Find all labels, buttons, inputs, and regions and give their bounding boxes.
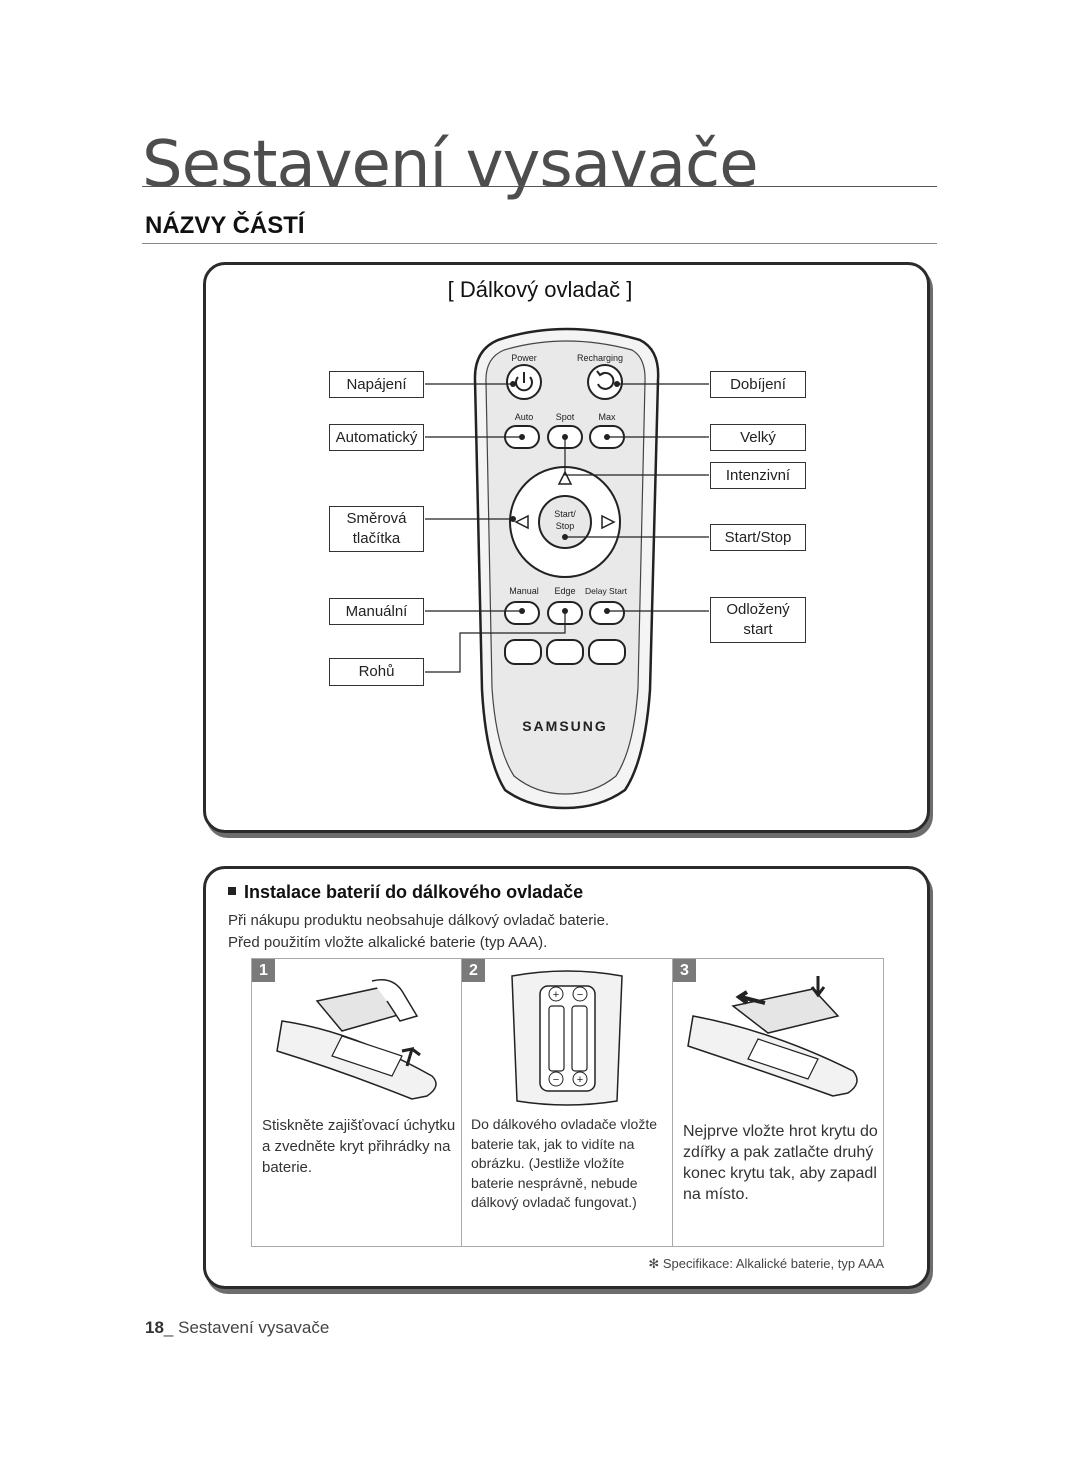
power-icon	[515, 372, 533, 392]
step-3: 3 Nejprve vložte hrot krytu do zdířky a …	[673, 959, 885, 1246]
page-number: 18	[145, 1318, 164, 1337]
step-number: 1	[252, 959, 275, 982]
page-footer: 18_ Sestavení vysavače	[145, 1318, 329, 1338]
step-3-text: Nejprve vložte hrot krytu do zdířky a pa…	[683, 1123, 878, 1203]
spot-text: Spot	[556, 412, 575, 422]
callout-delay-start: Odložený start	[710, 597, 806, 643]
delay-start-text: Delay Start	[585, 586, 628, 596]
step-number: 2	[462, 959, 485, 982]
start-stop-button	[538, 495, 592, 549]
svg-text:−: −	[553, 1074, 559, 1086]
callout-power: Napájení	[329, 371, 424, 398]
blank-button-2	[546, 639, 584, 665]
recharging-text: Recharging	[577, 353, 623, 363]
auto-text: Auto	[515, 412, 534, 422]
start-stop-text: Start/	[554, 509, 576, 519]
step-number: 3	[673, 959, 696, 982]
footer-text: _ Sestavení vysavače	[163, 1318, 330, 1337]
max-text: Max	[598, 412, 616, 422]
page-title: Sestavení vysavače	[142, 128, 759, 202]
blank-button-3	[588, 639, 626, 665]
arrow-right-icon	[601, 514, 616, 530]
title-divider	[142, 186, 937, 187]
remote-heading: [ Dálkový ovladač ]	[447, 277, 633, 302]
callout-direction: Směrová tlačítka	[329, 506, 424, 552]
callout-spot: Intenzivní	[710, 462, 806, 489]
battery-intro-1: Při nákupu produktu neobsahuje dálkový o…	[228, 912, 610, 929]
spec-note: ✻ Specifikace: Alkalické baterie, typ AA…	[648, 1256, 884, 1271]
section-heading: NÁZVY ČÁSTÍ	[145, 212, 305, 239]
callout-auto: Automatický	[329, 424, 424, 451]
blank-button-1	[504, 639, 542, 665]
step-2-text: Do dálkového ovladače vložte baterie tak…	[471, 1116, 658, 1210]
bullet-square-icon	[228, 887, 236, 896]
section-divider	[142, 243, 937, 244]
battery-steps: 1 Stiskněte zajišťovací úchytku a zvedně…	[251, 958, 884, 1247]
arrow-left-icon	[514, 514, 529, 530]
callout-max: Velký	[710, 424, 806, 451]
battery-heading: Instalace baterií do dálkového ovladače	[228, 882, 583, 903]
edge-text: Edge	[554, 586, 575, 596]
step-1: 1 Stiskněte zajišťovací úchytku a zvedně…	[252, 959, 462, 1246]
callout-manual: Manuální	[329, 598, 424, 625]
callout-start-stop: Start/Stop	[710, 524, 806, 551]
step-1-text: Stiskněte zajišťovací úchytku a zvedněte…	[262, 1117, 456, 1176]
step-3-illustration	[687, 976, 858, 1097]
step-1-illustration	[276, 979, 437, 1100]
callout-edge: Rohů	[329, 658, 424, 686]
recharging-button	[587, 364, 623, 400]
svg-text:−: −	[577, 989, 583, 1001]
callout-recharging: Dobíjení	[710, 371, 806, 398]
step-2-illustration: + − − +	[511, 970, 623, 1106]
power-text: Power	[511, 353, 537, 363]
step-2: 2 + − − + Do dálkového ovladače vložte b…	[462, 959, 673, 1246]
svg-text:+: +	[577, 1074, 583, 1086]
battery-heading-text: Instalace baterií do dálkového ovladače	[244, 882, 584, 902]
start-stop-text-2: Stop	[556, 521, 575, 531]
brand-logo: SAMSUNG	[522, 718, 608, 734]
manual-text: Manual	[509, 586, 539, 596]
arrow-up-icon	[557, 470, 573, 485]
recharging-icon	[596, 370, 615, 390]
svg-text:+: +	[553, 989, 559, 1001]
battery-intro-2: Před použitím vložte alkalické baterie (…	[228, 934, 548, 951]
